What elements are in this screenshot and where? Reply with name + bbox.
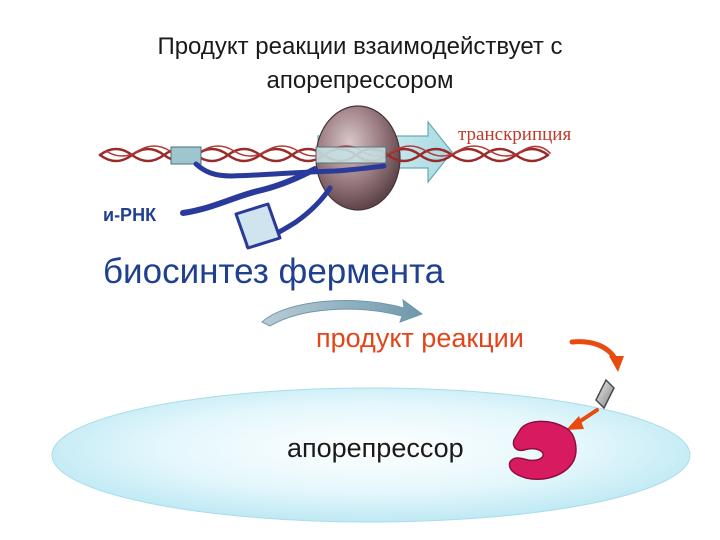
reaction-product-diamond (596, 380, 614, 408)
red-arrow-product-head (609, 356, 624, 372)
reaction-product-label: продукт реакции (316, 323, 524, 354)
ribosome-block (236, 204, 280, 248)
regulator-gene-block (171, 147, 201, 164)
operator-block (316, 147, 386, 163)
aporepressor-label: апорепрессор (287, 433, 464, 464)
red-arrow-product (572, 342, 616, 360)
transcription-label: транскрипция (458, 124, 571, 146)
enzyme-biosynthesis-label: биосинтез фермента (103, 252, 444, 292)
mrna-label: и-РНК (103, 205, 156, 226)
aporepressor-shape (510, 421, 576, 479)
